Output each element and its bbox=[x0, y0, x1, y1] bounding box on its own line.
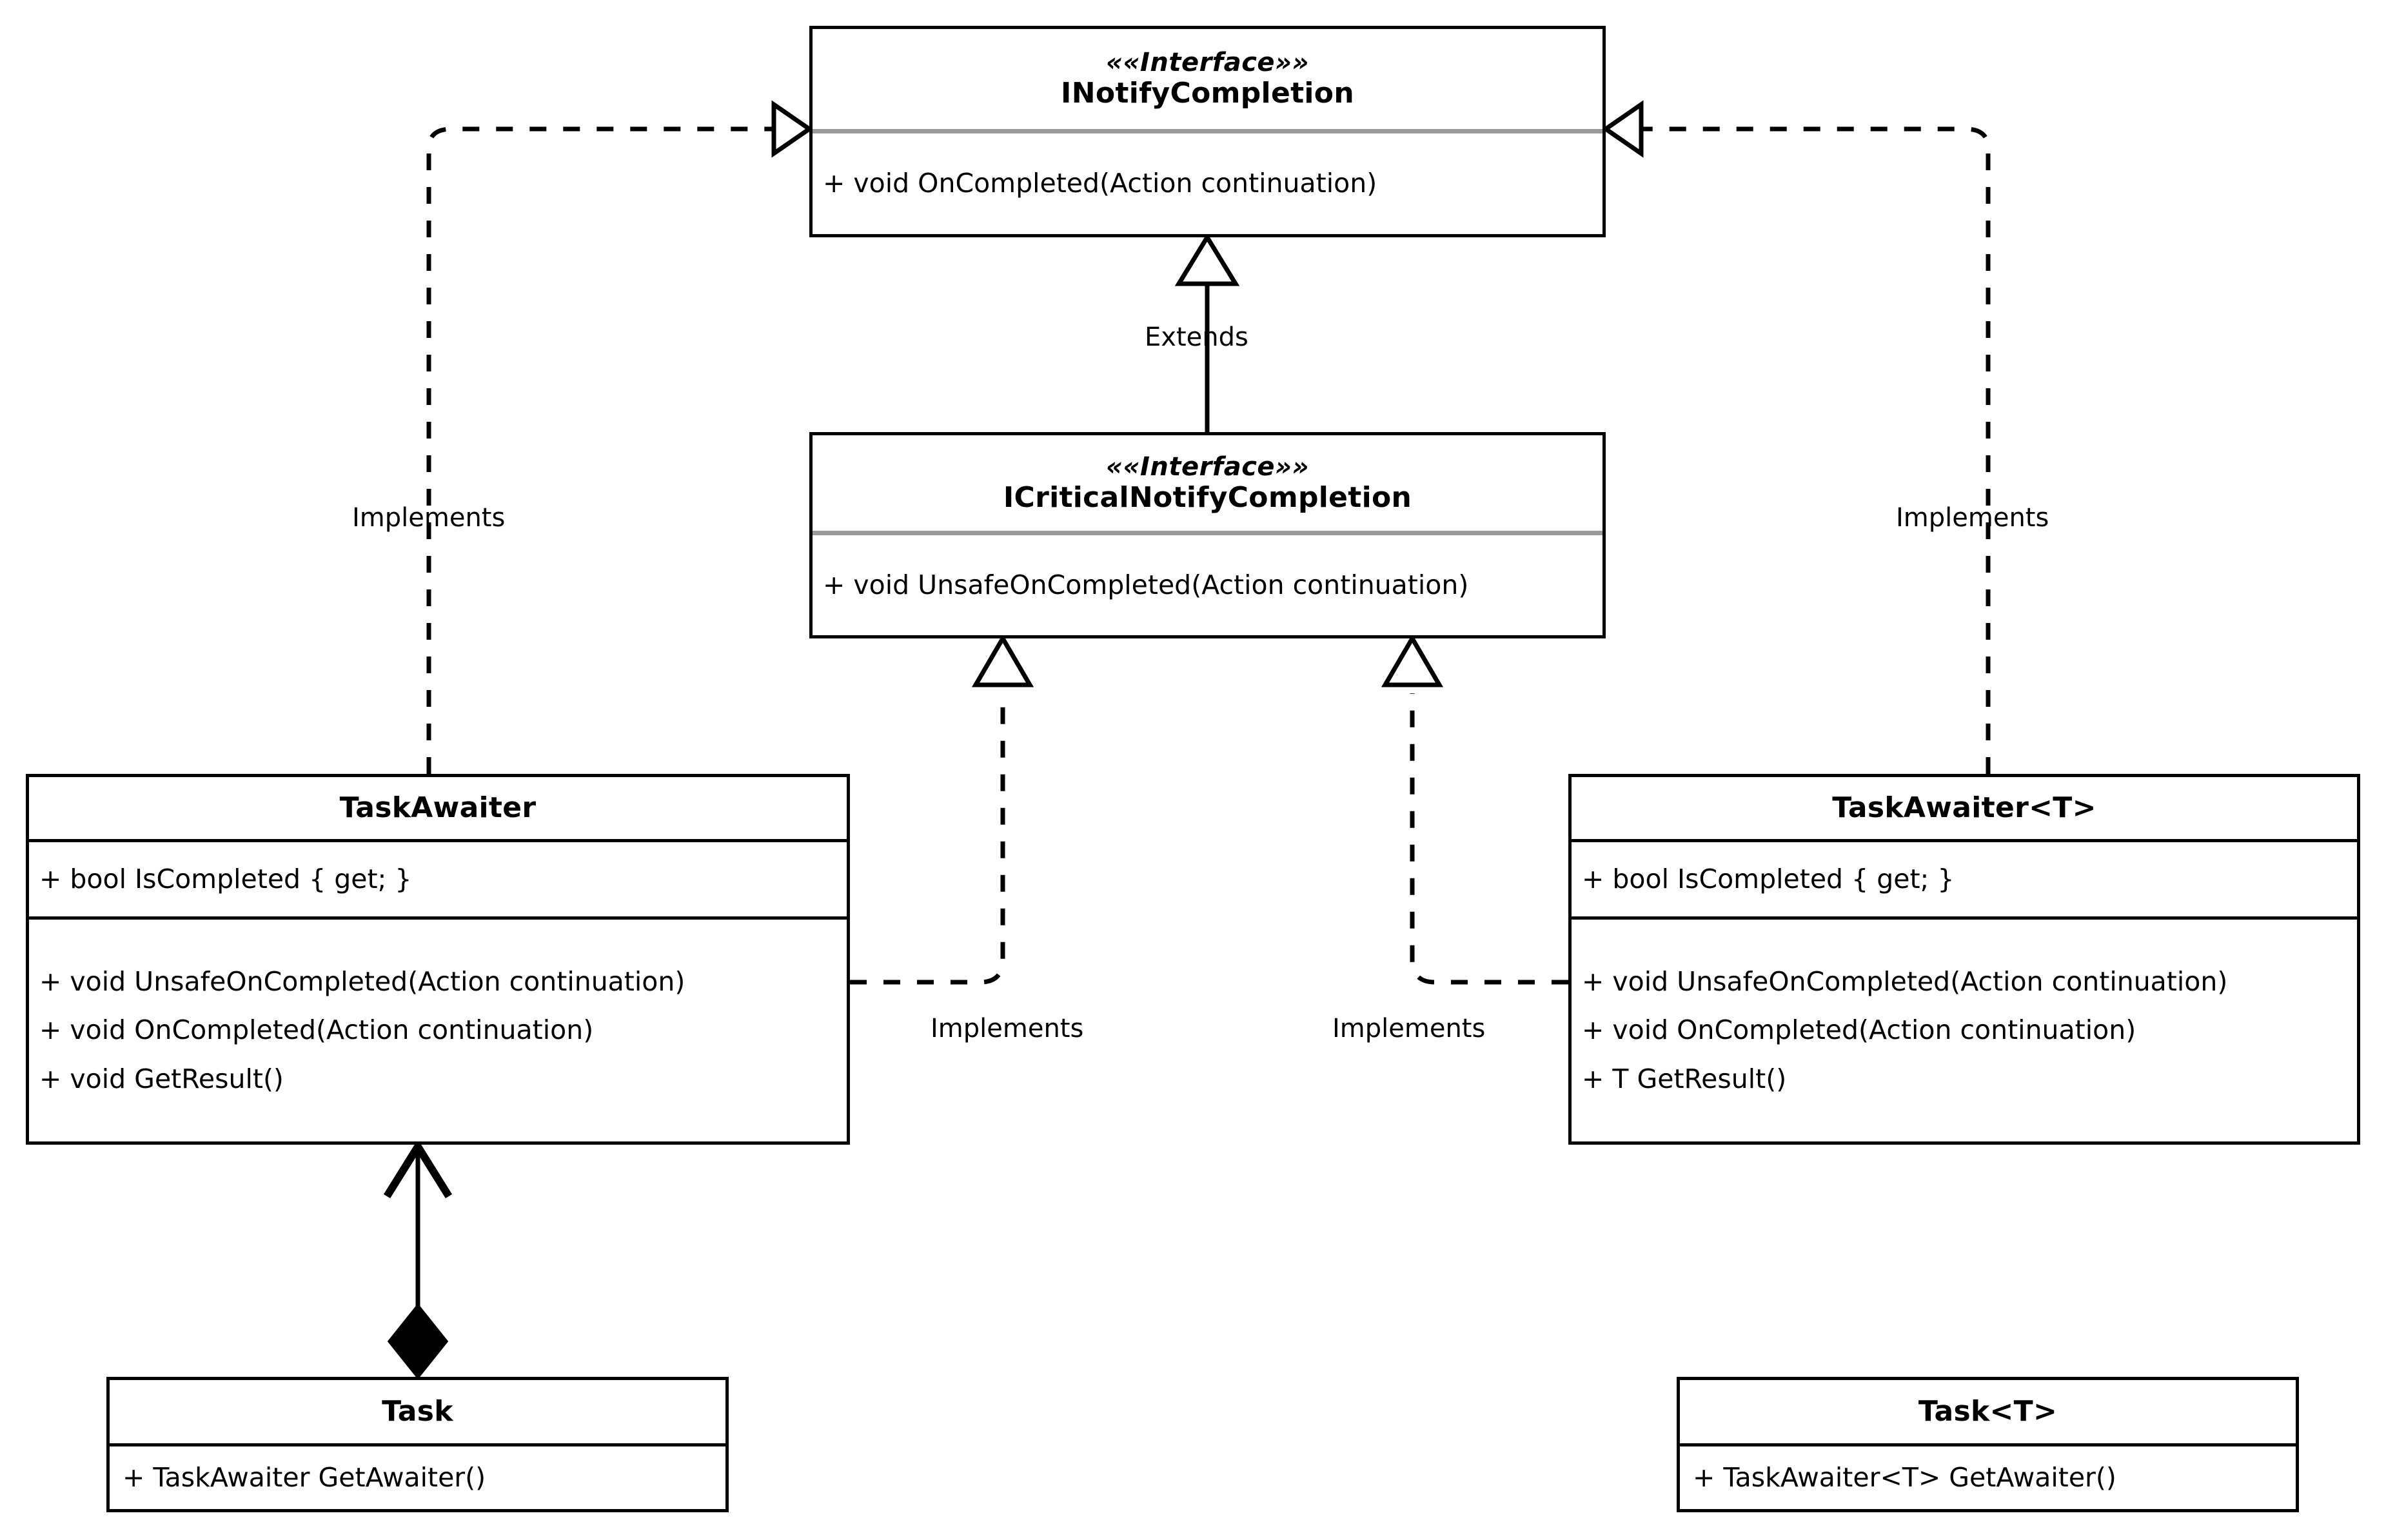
class-methods-task-generic: + TaskAwaiter<T> GetAwaiter() bbox=[1680, 1446, 2296, 1509]
edge-label-implements-top-right: Implements bbox=[1896, 503, 2049, 533]
class-member: + TaskAwaiter<T> GetAwaiter() bbox=[1693, 1461, 2116, 1493]
class-name: INotifyCompletion bbox=[1061, 77, 1354, 110]
class-box-inotify-completion[interactable]: ««Interface»» INotifyCompletion + void O… bbox=[809, 26, 1606, 237]
class-member: + TaskAwaiter GetAwaiter() bbox=[123, 1461, 486, 1493]
compartment-divider bbox=[813, 531, 1602, 535]
class-header-task-awaiter: TaskAwaiter bbox=[29, 777, 847, 839]
edge-taskawaiter-implements-inotify bbox=[426, 126, 780, 774]
compartment-divider bbox=[29, 916, 847, 920]
class-member: + void UnsafeOnCompleted(Action continua… bbox=[823, 569, 1469, 600]
class-methods-task-awaiter: + void UnsafeOnCompleted(Action continua… bbox=[29, 920, 847, 1141]
class-name: Task bbox=[382, 1394, 453, 1428]
arrowhead-open-taskawaiter bbox=[383, 1139, 453, 1199]
class-member: + bool IsCompleted { get; } bbox=[39, 863, 412, 894]
class-properties-task-awaiter-generic: + bool IsCompleted { get; } bbox=[1572, 842, 2357, 916]
class-header-inotify-completion: ««Interface»» INotifyCompletion bbox=[813, 29, 1602, 129]
class-properties-task-awaiter: + bool IsCompleted { get; } bbox=[29, 842, 847, 916]
class-box-task-awaiter-generic[interactable]: TaskAwaiter<T> + bool IsCompleted { get;… bbox=[1568, 774, 2360, 1145]
class-stereotype: ««Interface»» bbox=[1105, 48, 1310, 78]
edge-label-implements-mid-right: Implements bbox=[1332, 1014, 1486, 1043]
compartment-divider bbox=[29, 839, 847, 842]
class-header-task-generic: Task<T> bbox=[1680, 1380, 2296, 1443]
class-member: + bool IsCompleted { get; } bbox=[1582, 863, 1955, 894]
edge-label-extends: Extends bbox=[1145, 322, 1248, 352]
class-member: + void OnCompleted(Action continuation) bbox=[823, 168, 1377, 199]
diamond-composition-task bbox=[387, 1303, 449, 1380]
class-box-task-generic[interactable]: Task<T> + TaskAwaiter<T> GetAwaiter() bbox=[1677, 1377, 2299, 1512]
class-stereotype: ««Interface»» bbox=[1105, 451, 1310, 482]
class-header-task-awaiter-generic: TaskAwaiter<T> bbox=[1572, 777, 2357, 839]
edge-taskawaiter-implements-icritical bbox=[850, 693, 1005, 985]
class-box-task[interactable]: Task + TaskAwaiter GetAwaiter() bbox=[106, 1377, 729, 1512]
class-header-icritical-notify-completion: ««Interface»» ICriticalNotifyCompletion bbox=[813, 435, 1602, 531]
arrowhead-hollow-triangle-inotify-right bbox=[1601, 100, 1644, 158]
edge-label-implements-top-left: Implements bbox=[352, 503, 506, 533]
class-box-icritical-notify-completion[interactable]: ««Interface»» ICriticalNotifyCompletion … bbox=[809, 432, 1606, 638]
class-box-task-awaiter[interactable]: TaskAwaiter + bool IsCompleted { get; } … bbox=[26, 774, 850, 1145]
class-name: TaskAwaiter bbox=[339, 791, 537, 824]
class-methods-inotify-completion: + void OnCompleted(Action continuation) bbox=[813, 133, 1602, 234]
class-member: + T GetResult() bbox=[1582, 1063, 1787, 1094]
arrowhead-hollow-triangle-inotify-left bbox=[771, 100, 814, 158]
arrowhead-hollow-triangle-icritical-right bbox=[1381, 634, 1444, 687]
edge-taskawaitert-implements-icritical bbox=[1410, 693, 1568, 985]
class-member: + void OnCompleted(Action continuation) bbox=[39, 1014, 594, 1046]
arrowhead-hollow-triangle-icritical-left bbox=[971, 634, 1034, 687]
compartment-divider bbox=[813, 129, 1602, 133]
class-member: + void GetResult() bbox=[39, 1063, 284, 1094]
arrowhead-hollow-triangle-extends bbox=[1174, 233, 1240, 286]
compartment-divider bbox=[1680, 1443, 2296, 1446]
class-member: + void UnsafeOnCompleted(Action continua… bbox=[39, 965, 685, 997]
class-name: ICriticalNotifyCompletion bbox=[1003, 480, 1412, 514]
edge-taskawaitert-implements-inotify bbox=[1641, 126, 1991, 774]
compartment-divider bbox=[110, 1443, 725, 1446]
class-name: Task<T> bbox=[1918, 1394, 2058, 1428]
class-header-task: Task bbox=[110, 1380, 725, 1443]
compartment-divider bbox=[1572, 839, 2357, 842]
class-methods-task-awaiter-generic: + void UnsafeOnCompleted(Action continua… bbox=[1572, 920, 2357, 1141]
class-member: + void OnCompleted(Action continuation) bbox=[1582, 1014, 2136, 1046]
class-name: TaskAwaiter<T> bbox=[1832, 791, 2096, 824]
class-methods-icritical-notify-completion: + void UnsafeOnCompleted(Action continua… bbox=[813, 535, 1602, 635]
class-methods-task: + TaskAwaiter GetAwaiter() bbox=[110, 1446, 725, 1509]
compartment-divider bbox=[1572, 916, 2357, 920]
class-member: + void UnsafeOnCompleted(Action continua… bbox=[1582, 965, 2228, 997]
edge-label-implements-mid-left: Implements bbox=[931, 1014, 1084, 1043]
